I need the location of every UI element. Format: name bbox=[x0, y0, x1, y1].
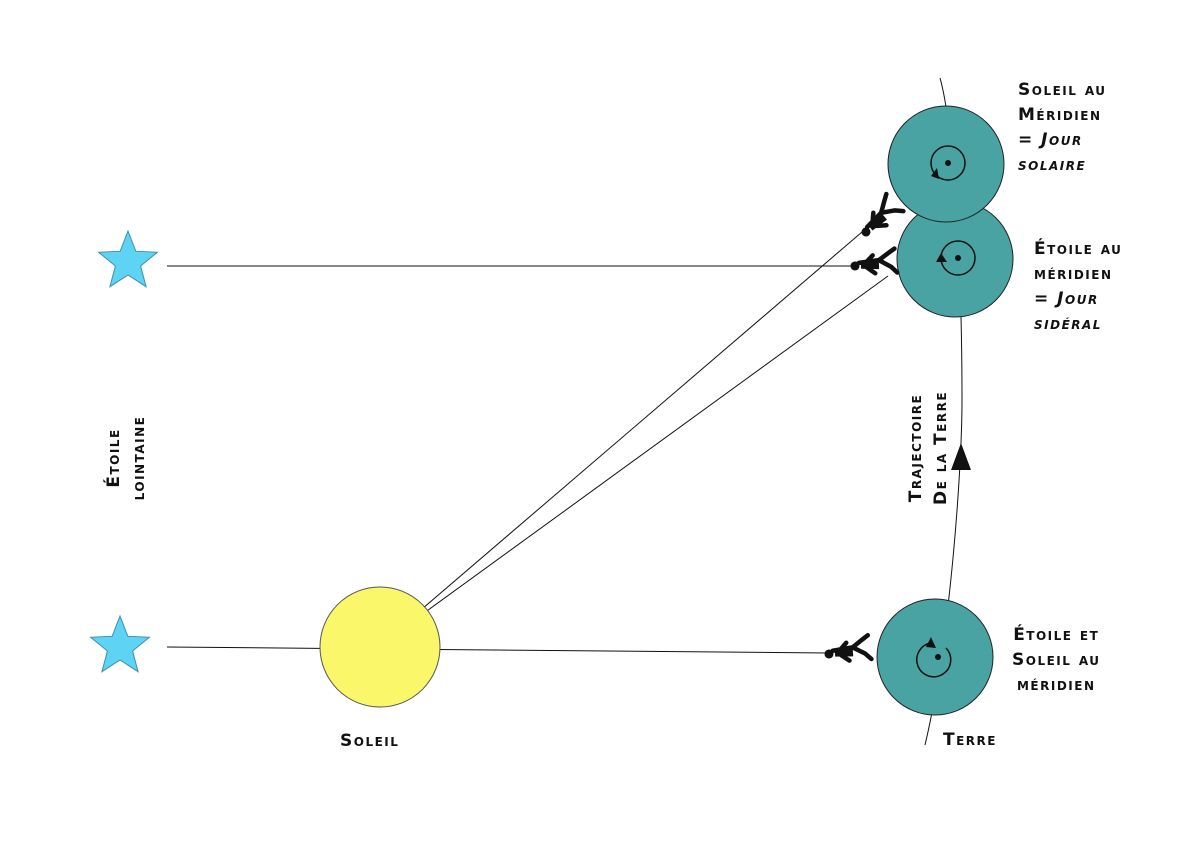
observer-figure-start bbox=[823, 635, 871, 662]
label-earth: Terre bbox=[943, 730, 997, 750]
label-sidereal-day: Étoile au méridien = Jour sidéral bbox=[1034, 239, 1123, 334]
label-distant-star: Étoile lointaine bbox=[104, 415, 149, 501]
sun-disc bbox=[319, 586, 441, 708]
distant-star-top bbox=[97, 229, 159, 288]
rotation-icon-solar bbox=[930, 145, 966, 181]
rotation-icon-start bbox=[916, 637, 952, 678]
observer-figure-sidereal bbox=[850, 249, 897, 275]
sun-line-solar bbox=[379, 231, 863, 646]
label-solar-day: Soleil au Méridien = Jour solaire bbox=[1018, 80, 1107, 175]
star-line-bottom bbox=[166, 646, 829, 654]
orbit-direction-arrow bbox=[951, 443, 971, 470]
rotation-icon-sidereal bbox=[936, 240, 976, 276]
label-both-meridian: Étoile et Soleil au méridien bbox=[1012, 625, 1101, 695]
label-earth-trajectory: Trajectoire De la Terre bbox=[906, 390, 951, 506]
distant-star-bottom bbox=[89, 614, 151, 673]
label-sun: Soleil bbox=[340, 731, 400, 751]
sun-line-sidereal bbox=[379, 275, 889, 646]
